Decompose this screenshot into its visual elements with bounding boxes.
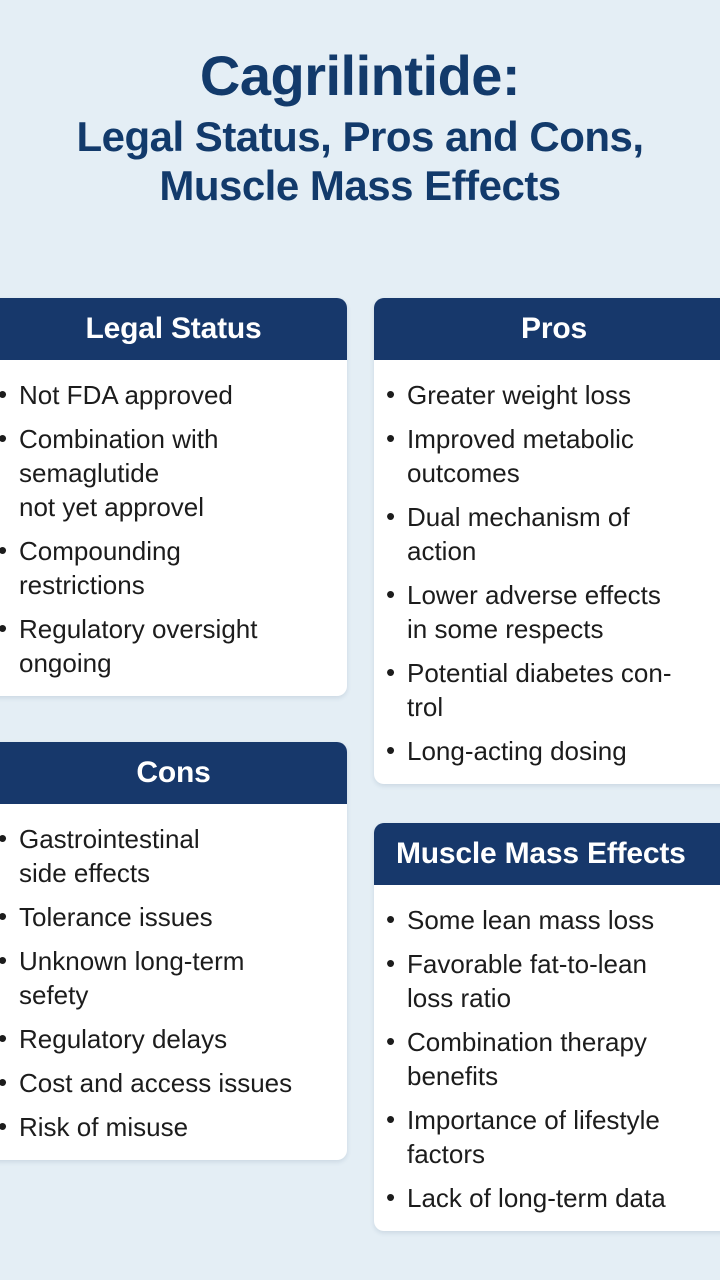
card-header-cons: Cons	[0, 742, 347, 804]
card-pros: Pros Greater weight loss Improved metabo…	[374, 298, 720, 785]
list-item: Long-acting dosing	[374, 733, 720, 768]
list-item: Cost and access issues	[0, 1065, 337, 1100]
list-item: Not FDA approved	[0, 377, 337, 412]
card-header-muscle-mass-effects: Muscle Mass Effects	[374, 823, 720, 885]
card-body-legal-status: Not FDA approved Combination with semagl…	[0, 360, 347, 696]
card-body-muscle-mass-effects: Some lean mass loss Favorable fat-to-lea…	[374, 885, 720, 1231]
list-item: Regulatory oversight ongoing	[0, 611, 337, 680]
bullet-list-legal-status: Not FDA approved Combination with semagl…	[0, 377, 337, 680]
list-item: Risk of misuse	[0, 1109, 337, 1144]
card-header-legal-status: Legal Status	[0, 298, 347, 360]
bullet-list-muscle-mass-effects: Some lean mass loss Favorable fat-to-lea…	[374, 902, 720, 1215]
list-item: Tolerance issues	[0, 899, 337, 934]
card-cons: Cons Gastrointestinal side effects Toler…	[0, 742, 347, 1161]
card-body-pros: Greater weight loss Improved metabolic o…	[374, 360, 720, 784]
list-item: Dual mechanism of action	[374, 499, 720, 568]
card-muscle-mass-effects: Muscle Mass Effects Some lean mass loss …	[374, 823, 720, 1232]
list-item: Favorable fat-to-lean loss ratio	[374, 946, 720, 1015]
list-item: Regulatory delays	[0, 1021, 337, 1056]
list-item: Lack of long-term data	[374, 1180, 720, 1215]
page-title: Cagrilintide: Legal Status, Pros and Con…	[0, 46, 720, 211]
card-header-pros: Pros	[374, 298, 720, 360]
list-item: Compounding restrictions	[0, 533, 337, 602]
page-title-subtitle: Legal Status, Pros and Cons, Muscle Mass…	[76, 113, 644, 210]
bullet-list-pros: Greater weight loss Improved metabolic o…	[374, 377, 720, 768]
list-item: Importance of lifestyle factors	[374, 1102, 720, 1171]
list-item: Unknown long-term sefety	[0, 943, 337, 1012]
list-item: Combination therapy benefits	[374, 1024, 720, 1093]
list-item: Improved metabolic outcomes	[374, 421, 720, 490]
list-item: Some lean mass loss	[374, 902, 720, 937]
card-body-cons: Gastrointestinal side effects Tolerance …	[0, 804, 347, 1160]
list-item: Gastrointestinal side effects	[0, 821, 337, 890]
list-item: Lower adverse effects in some respects	[374, 577, 720, 646]
page-title-main: Cagrilintide:	[199, 44, 521, 107]
list-item: Combination with semaglutide not yet app…	[0, 421, 337, 524]
bullet-list-cons: Gastrointestinal side effects Tolerance …	[0, 821, 337, 1144]
list-item: Potential diabetes con- trol	[374, 655, 720, 724]
list-item: Greater weight loss	[374, 377, 720, 412]
card-legal-status: Legal Status Not FDA approved Combinatio…	[0, 298, 347, 697]
